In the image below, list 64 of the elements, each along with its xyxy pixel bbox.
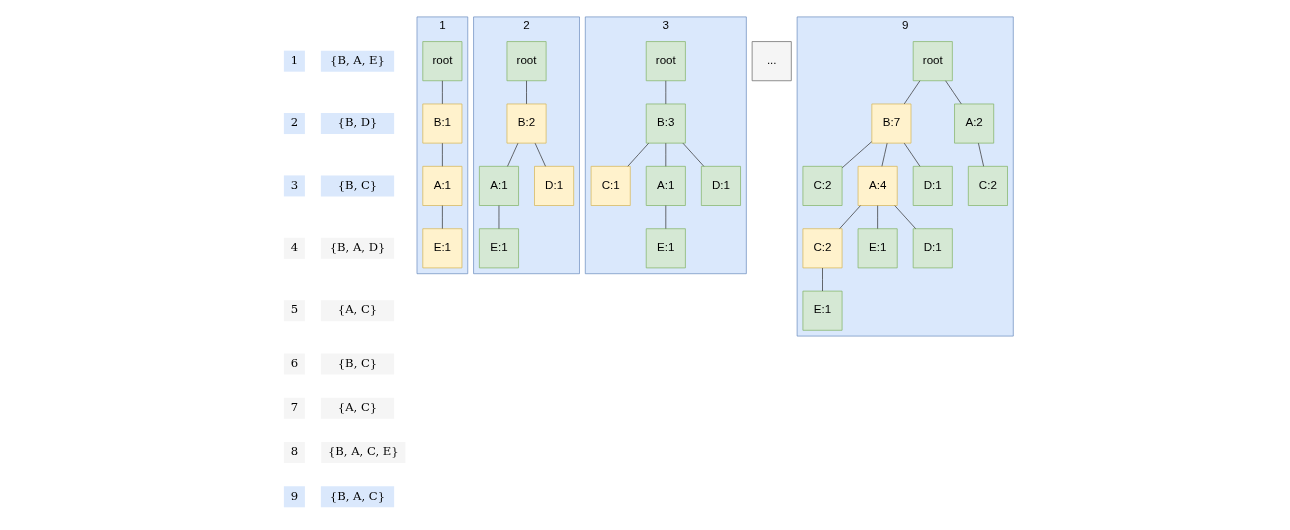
connector: [534, 142, 546, 167]
node-box: A:1: [478, 165, 519, 206]
label: 5: [290, 302, 298, 317]
label: {B, D}: [337, 115, 377, 130]
label: 2: [290, 115, 298, 130]
label: 1: [290, 52, 298, 67]
connector: [506, 142, 518, 167]
label: {B, A, D}: [329, 240, 385, 255]
node-box: D:1: [912, 165, 953, 206]
node-box: root: [645, 41, 686, 82]
node-box: A:2: [953, 103, 994, 144]
label: {B, C}: [337, 177, 377, 192]
connector: [876, 205, 878, 230]
node-box: root: [506, 41, 546, 82]
label: {B, C}: [337, 355, 377, 370]
node-box: A:1: [421, 165, 462, 206]
node-box: C:1: [590, 165, 631, 206]
label: 7: [290, 400, 298, 415]
connector: [664, 80, 666, 105]
connector: [525, 80, 527, 105]
label: 8: [290, 444, 298, 459]
node-box: B:3: [645, 103, 686, 144]
connector: [841, 141, 872, 169]
connector: [441, 142, 443, 167]
node-box: D:1: [912, 228, 953, 269]
label: 9: [290, 488, 298, 503]
node-box: root: [912, 41, 953, 82]
node-box: E:1: [478, 228, 519, 269]
node-box: C:2: [802, 228, 842, 269]
node-box: B:2: [506, 103, 546, 144]
node-box: E:1: [802, 290, 842, 331]
node-box: B:1: [421, 103, 462, 144]
node-box: C:2: [802, 165, 842, 206]
connector: [626, 142, 649, 167]
label: {B, A, C}: [329, 488, 385, 503]
label: {B, A, C, E}: [327, 444, 399, 459]
connector: [838, 205, 861, 230]
label: {A, C}: [337, 400, 377, 415]
connector: [682, 142, 704, 167]
connector: [944, 80, 962, 105]
connector: [977, 142, 984, 167]
connector: [821, 267, 823, 292]
label: {A, C}: [337, 302, 377, 317]
node-box: ...: [751, 41, 792, 82]
node-box: A:4: [857, 165, 898, 206]
node-box: root: [421, 41, 462, 82]
node-box: D:1: [533, 165, 574, 206]
connector: [881, 142, 887, 167]
connector: [441, 205, 443, 230]
node-box: D:1: [700, 165, 741, 206]
node-box: E:1: [857, 228, 898, 269]
node-box: C:2: [967, 165, 1008, 206]
connector: [893, 205, 916, 230]
label: 3: [290, 177, 298, 192]
node-box: E:1: [421, 228, 462, 269]
node-box: A:1: [645, 165, 686, 206]
label: 4: [290, 240, 298, 255]
label: {B, A, E}: [329, 52, 385, 67]
label: 6: [290, 355, 298, 370]
node-box: E:1: [645, 228, 686, 269]
node-box: B:7: [870, 103, 911, 144]
connector: [903, 80, 920, 105]
connector: [441, 80, 443, 105]
connector: [903, 142, 920, 167]
